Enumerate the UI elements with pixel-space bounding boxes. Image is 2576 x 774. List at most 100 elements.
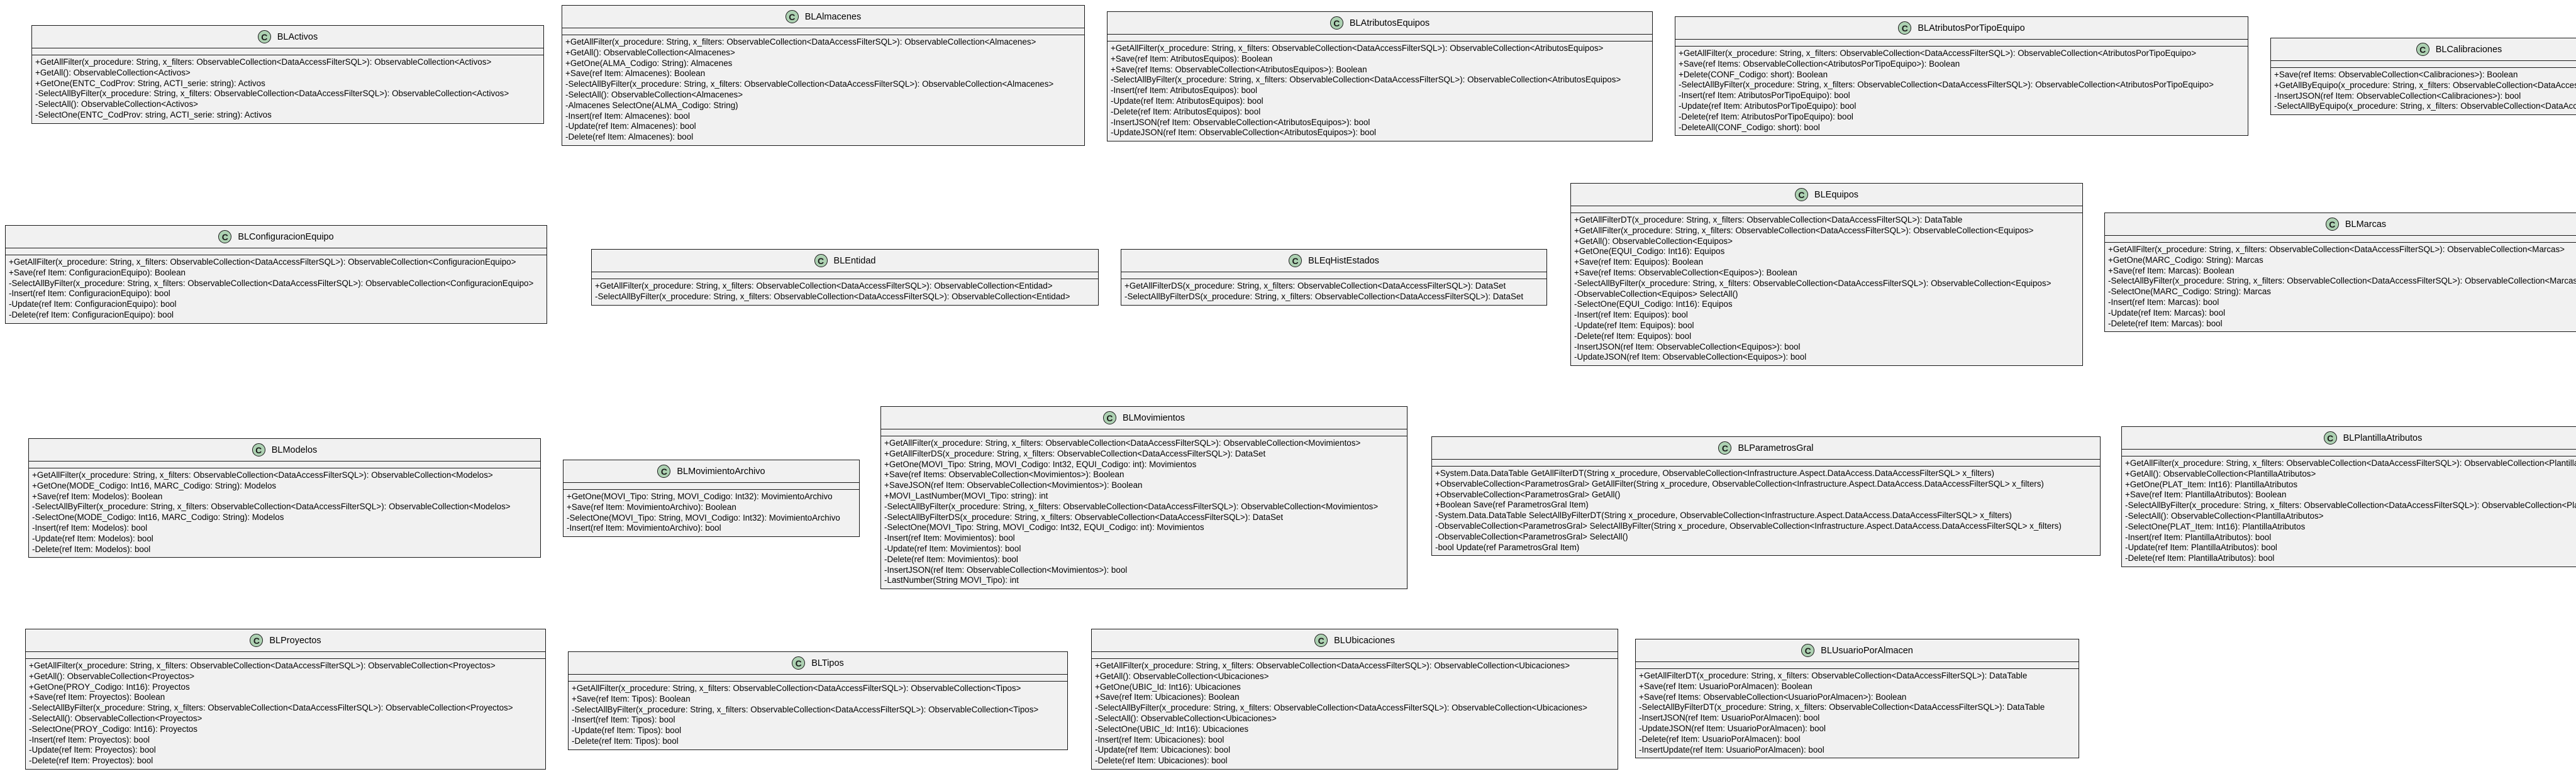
method-signature: -Delete(ref Item: Proyectos): bool xyxy=(29,756,153,766)
class-stereotype-icon: C xyxy=(1898,21,1912,35)
class-stereotype-icon: C xyxy=(2416,43,2429,56)
method-signature: +GetOne(MOVI_Tipo: String, MOVI_Codigo: … xyxy=(884,459,1197,469)
class-name: BLEqHistEstados xyxy=(1308,255,1379,266)
class-methods-compartment: +GetAllFilter(x_procedure: String, x_fil… xyxy=(2122,456,2576,567)
method-signature: -InsertJSON(ref Item: ObservableCollecti… xyxy=(2274,91,2521,101)
method-signature: +Save(ref Items: ObservableCollection<Ca… xyxy=(2274,70,2518,79)
method-signature: +Save(ref Item: Modelos): Boolean xyxy=(32,491,163,501)
method-signature: +Delete(CONF_Codigo: short): Boolean xyxy=(1679,69,1828,79)
class-fields-compartment xyxy=(569,675,1067,682)
method-signature: -Delete(ref Item: PlantillaAtributos): b… xyxy=(2125,553,2275,563)
method-signature: +MOVI_LastNumber(MOVI_Tipo: string): int xyxy=(884,490,1048,500)
class-methods-compartment: +GetAllFilter(x_procedure: String, x_fil… xyxy=(592,279,1098,305)
method-signature: -UpdateJSON(ref Item: ObservableCollecti… xyxy=(1111,128,1377,138)
method-signature: -SelectAll(): ObservableCollection<Proye… xyxy=(29,713,203,723)
method-signature: +GetAllFilter(x_procedure: String, x_fil… xyxy=(1679,48,2197,58)
method-signature: +GetAllFilter(x_procedure: String, x_fil… xyxy=(1574,225,2034,235)
method-signature: -Insert(ref Item: Modelos): bool xyxy=(32,522,148,533)
method-signature: -Insert(ref Item: ConfiguracionEquipo): … xyxy=(9,289,170,299)
method-signature: -Update(ref Item: Modelos): bool xyxy=(32,533,153,543)
method-signature: -SelectAllByFilterDS(x_procedure: String… xyxy=(884,512,1284,522)
class-methods-compartment: +GetAllFilterDT(x_procedure: String, x_f… xyxy=(1571,213,2082,365)
class-fields-compartment xyxy=(1571,206,2082,213)
class-fields-compartment xyxy=(881,429,1407,436)
method-signature: -Update(ref Item: ConfiguracionEquipo): … xyxy=(9,299,177,309)
method-signature: +Save(ref Item: Tipos): Boolean xyxy=(572,694,691,704)
class-fields-compartment xyxy=(564,483,859,490)
class-name: BLParametrosGral xyxy=(1738,443,1814,453)
method-signature: -bool Update(ref ParametrosGral Item) xyxy=(1435,542,1580,552)
method-signature: +GetAllFilterDT(x_procedure: String, x_f… xyxy=(1574,215,1963,224)
method-signature: -SelectAll(): ObservableCollection<Almac… xyxy=(565,89,743,99)
method-signature: +GetAllFilterDS(x_procedure: String, x_f… xyxy=(884,448,1266,458)
method-signature: -Delete(ref Item: Almacenes): bool xyxy=(565,132,694,142)
method-signature: +GetAll(): ObservableCollection<Proyecto… xyxy=(29,671,195,681)
class-stereotype-icon: C xyxy=(1801,644,1815,657)
class-fields-compartment xyxy=(1636,662,2079,669)
class-methods-compartment: +GetAllFilterDT(x_procedure: String, x_f… xyxy=(1636,669,2079,758)
method-signature: +Save(ref Items: ObservableCollection<Us… xyxy=(1639,692,1907,702)
class-methods-compartment: +GetAllFilter(x_procedure: String, x_fil… xyxy=(6,255,547,323)
class-fields-compartment xyxy=(2122,450,2576,456)
method-signature: +GetAll(): ObservableCollection<Almacene… xyxy=(565,47,735,57)
method-signature: -Insert(ref Item: Ubicaciones): bool xyxy=(1095,734,1224,744)
method-signature: -Delete(ref Item: Ubicaciones): bool xyxy=(1095,756,1228,766)
method-signature: -SelectAllByFilter(x_procedure: String, … xyxy=(1574,278,2051,288)
class-fields-compartment xyxy=(29,462,540,468)
class-fields-compartment xyxy=(32,48,543,55)
class-stereotype-icon: C xyxy=(1718,441,1732,455)
class-header: C BLCalibraciones xyxy=(2271,38,2576,61)
method-signature: +GetAllFilter(x_procedure: String, x_fil… xyxy=(9,257,516,267)
method-signature: +Save(ref Items: ObservableCollection<Mo… xyxy=(884,470,1124,480)
method-signature: -InsertJSON(ref Item: UsuarioPorAlmacen)… xyxy=(1639,713,1820,723)
method-signature: -Update(ref Item: Movimientos): bool xyxy=(884,543,1021,553)
class-name: BLCalibraciones xyxy=(2435,44,2502,55)
method-signature: +GetOne(MODE_Codigo: Int16, MARC_Codigo:… xyxy=(32,480,277,490)
class-stereotype-icon: C xyxy=(1330,16,1343,30)
class-name: BLMarcas xyxy=(2345,219,2387,229)
method-signature: -SelectOne(PROY_Codigo: Int16): Proyecto… xyxy=(29,724,197,734)
method-signature: -InsertUpdate(ref Item: UsuarioPorAlmace… xyxy=(1639,744,1824,755)
class-fields-compartment xyxy=(1092,652,1618,659)
method-signature: -InsertJSON(ref Item: ObservableCollecti… xyxy=(884,565,1128,575)
method-signature: +GetAllFilter(x_procedure: String, x_fil… xyxy=(35,57,492,67)
class-stereotype-icon: C xyxy=(1314,634,1328,647)
method-signature: +ObservableCollection<ParametrosGral> Ge… xyxy=(1435,478,2044,489)
class-methods-compartment: +GetAllFilter(x_procedure: String, x_fil… xyxy=(1092,659,1618,769)
method-signature: +GetOne(ENTC_CodProv: String, ACTI_serie… xyxy=(35,78,265,88)
method-signature: +Save(ref Item: UsuarioPorAlmacen): Bool… xyxy=(1639,681,1813,691)
class-methods-compartment: +GetAllFilter(x_procedure: String, x_fil… xyxy=(881,436,1407,589)
method-signature: +System.Data.DataTable GetAllFilterDT(St… xyxy=(1435,468,1994,478)
method-signature: -Update(ref Item: Almacenes): bool xyxy=(565,121,696,131)
method-signature: +GetAllFilterDS(x_procedure: String, x_f… xyxy=(1124,281,1506,290)
method-signature: +Save(ref Item: AtributosEquipos): Boole… xyxy=(1111,53,1273,64)
method-signature: -ObservableCollection<ParametrosGral> Se… xyxy=(1435,531,1628,541)
method-signature: -Delete(ref Item: Equipos): bool xyxy=(1574,331,1692,341)
class-fields-compartment xyxy=(592,272,1098,279)
class-stereotype-icon: C xyxy=(814,254,828,267)
class-fields-compartment xyxy=(1121,272,1546,279)
method-signature: -UpdateJSON(ref Item: ObservableCollecti… xyxy=(1574,352,1807,362)
method-signature: -Update(ref Item: AtributosPorTipoEquipo… xyxy=(1679,101,1857,111)
method-signature: +Save(ref Item: Equipos): Boolean xyxy=(1574,257,1704,267)
method-signature: -SelectOne(MOVI_Tipo: String, MOVI_Codig… xyxy=(567,512,840,522)
method-signature: -SelectOne(PLAT_Item: Int16): PlantillaA… xyxy=(2125,521,2306,531)
method-signature: +Save(ref Item: Almacenes): Boolean xyxy=(565,69,706,79)
